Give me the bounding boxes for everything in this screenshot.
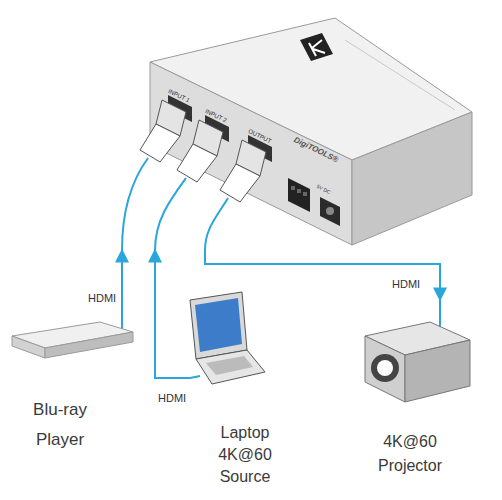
panel-label: OUTPUT <box>247 128 272 144</box>
panel-label: INPUT 1 <box>167 88 190 103</box>
cable <box>190 376 200 378</box>
device-caption: Laptop 4K@60 Source <box>205 422 285 488</box>
terminal-screw <box>297 189 301 193</box>
projector-lens-glass <box>377 360 393 376</box>
panel-label: INPUT 2 <box>204 108 227 123</box>
hdmi-cable <box>121 250 123 310</box>
laptop <box>190 292 265 384</box>
switcher-body <box>150 18 472 245</box>
laptop-screen <box>195 298 242 352</box>
panel-label: DigiTOOLS® <box>292 136 339 164</box>
terminal-screw <box>291 186 295 190</box>
cable <box>205 198 228 250</box>
plug-boot <box>220 164 260 202</box>
bluray-player <box>12 322 133 358</box>
top-groove <box>345 40 455 110</box>
cable-label: HDMI <box>158 392 186 404</box>
projector-side <box>405 340 470 402</box>
laptop-node: Laptop 4K@60 Source <box>190 290 290 490</box>
bluray-node: Blu-ray Player <box>5 310 135 460</box>
projector-node: 4K@60 Projector <box>350 300 475 485</box>
cable-label: HDMI <box>392 278 420 290</box>
logo-plate <box>300 33 333 61</box>
device-caption: Blu-ray Player <box>20 395 100 455</box>
plug-boot <box>140 124 180 162</box>
cable <box>122 158 148 250</box>
projector-lens <box>371 354 399 382</box>
terminal-block <box>288 178 310 212</box>
device-caption: 4K@60 Projector <box>365 430 455 478</box>
projector <box>365 322 470 402</box>
panel-label: 5V DC <box>316 184 331 195</box>
projector-front <box>365 336 405 402</box>
hdmi-plugs <box>140 100 266 202</box>
dc-jack-hole <box>326 207 334 215</box>
hdmi-cable <box>205 250 440 300</box>
side-face <box>352 112 472 245</box>
front-face <box>150 62 352 245</box>
laptop-base <box>196 350 265 384</box>
player-side <box>45 332 133 358</box>
terminal-screw <box>303 192 307 196</box>
laptop-lid <box>190 292 247 359</box>
player-front <box>12 336 45 358</box>
cable <box>155 178 186 250</box>
logo-mark <box>309 40 325 56</box>
dc-jack <box>320 197 340 226</box>
plug-boot <box>177 144 217 182</box>
kramer-logo <box>300 33 333 61</box>
laptop-keyboard <box>206 356 253 375</box>
switcher-box: INPUT 1 INPUT 2 OUTPUT DigiTOOLS® 5V DC <box>115 15 475 250</box>
cable <box>439 300 441 328</box>
cable-label: HDMI <box>88 292 116 304</box>
hdmi-cable <box>155 250 190 378</box>
